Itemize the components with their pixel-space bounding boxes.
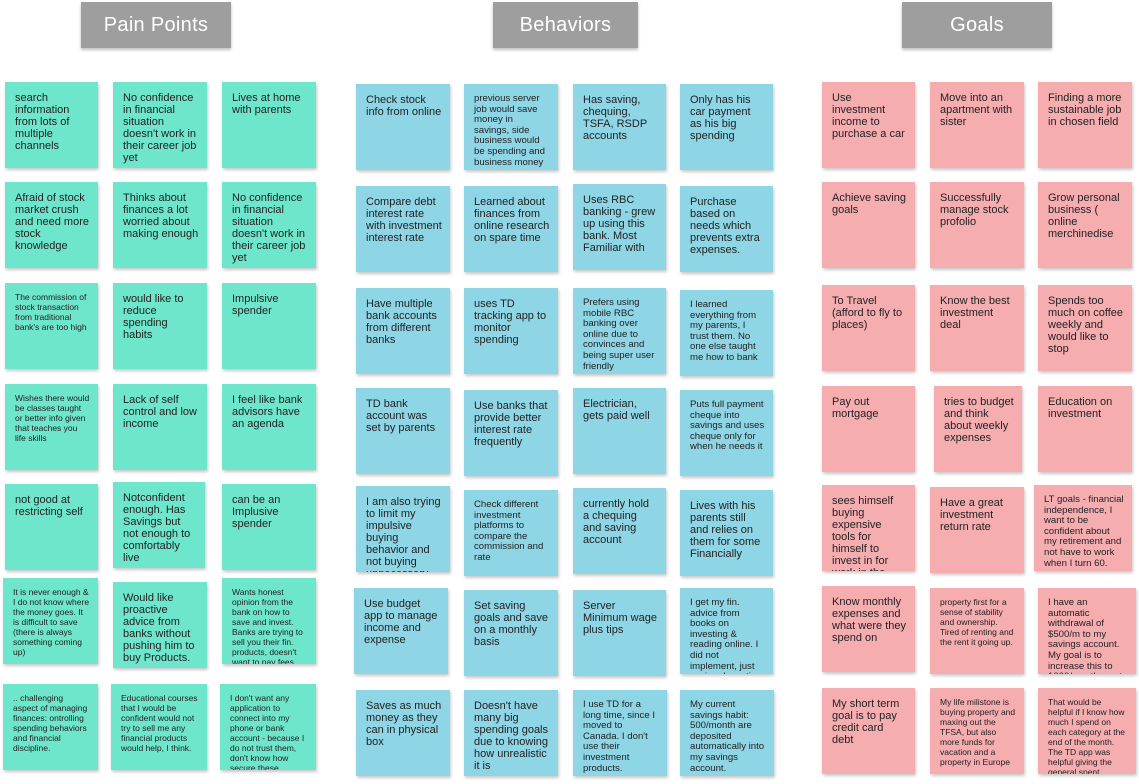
goal-note[interactable]: LT goals - financial independence, I wan… xyxy=(1034,485,1132,571)
behavior-note[interactable]: I am also trying to limit my impulsive b… xyxy=(356,486,450,572)
pain-point-note[interactable]: I feel like bank advisors have an agenda xyxy=(222,384,316,470)
behavior-note[interactable]: Saves as much money as they can in physi… xyxy=(356,690,450,776)
behavior-note[interactable]: previous server job would save money in … xyxy=(464,84,558,170)
goal-note[interactable]: My life milistone is buying property and… xyxy=(930,688,1024,774)
pain-points-header: Pain Points xyxy=(81,2,231,48)
goal-note[interactable]: Achieve saving goals xyxy=(822,182,915,268)
behavior-note[interactable]: currently hold a chequing and saving acc… xyxy=(573,488,666,574)
goal-note[interactable]: sees himself buying expensive tools for … xyxy=(822,485,915,571)
behavior-note[interactable]: Uses RBC banking - grew up using this ba… xyxy=(573,184,666,270)
goal-note[interactable]: To Travel (afford to fly to places) xyxy=(822,285,915,371)
behavior-note[interactable]: TD bank account was set by parents xyxy=(356,388,450,474)
behavior-note[interactable]: Doesn't have many big spending goals due… xyxy=(464,690,558,776)
pain-point-note[interactable]: Wants honest opinion from the bank on ho… xyxy=(222,578,316,664)
behavior-note[interactable]: Lives with his parents still and relies … xyxy=(680,490,773,576)
behavior-note[interactable]: Have multiple bank accounts from differe… xyxy=(356,288,450,374)
behavior-note[interactable]: Server Minimum wage plus tips xyxy=(573,590,666,676)
goal-note[interactable]: My short term goal is to pay credit card… xyxy=(822,688,915,774)
goal-note[interactable]: Know monthly expenses and what were they… xyxy=(822,586,915,672)
pain-point-note[interactable]: .. challenging aspect of managing financ… xyxy=(3,684,98,770)
pain-point-note[interactable]: can be an Implusive spender xyxy=(222,484,316,570)
goal-note[interactable]: Grow personal business ( online merchine… xyxy=(1038,182,1132,268)
goal-note[interactable]: property first for a sense of stability … xyxy=(930,588,1024,674)
pain-point-note[interactable]: Impulsive spender xyxy=(222,283,316,369)
goal-note[interactable]: Finding a more sustainable job in chosen… xyxy=(1038,82,1132,168)
behavior-note[interactable]: I get my fin. advice from books on inves… xyxy=(680,588,773,674)
pain-point-note[interactable]: Lives at home with parents xyxy=(222,82,316,168)
behavior-note[interactable]: Only has his car payment as his big spen… xyxy=(680,84,773,170)
behavior-note[interactable]: Set saving goals and save on a monthly b… xyxy=(464,590,558,676)
behavior-note[interactable]: uses TD tracking app to monitor spending xyxy=(464,288,558,374)
pain-point-note[interactable]: Would like proactive advice from banks w… xyxy=(113,582,207,668)
behavior-note[interactable]: Puts full payment cheque into savings an… xyxy=(680,390,773,476)
pain-point-note[interactable]: search information from lots of multiple… xyxy=(5,82,98,168)
behavior-note[interactable]: Use banks that provide better interest r… xyxy=(464,390,558,476)
behavior-note[interactable]: I use TD for a long time, since I moved … xyxy=(573,690,667,776)
goal-note[interactable]: Know the best investment deal xyxy=(930,285,1024,371)
pain-point-note[interactable]: No confidence in financial situation doe… xyxy=(113,82,207,168)
behavior-note[interactable]: Use budget app to manage income and expe… xyxy=(354,588,448,674)
goal-note[interactable]: Successfully manage stock profolio xyxy=(930,182,1024,268)
goal-note[interactable]: Spends too much on coffee weekly and wou… xyxy=(1038,285,1132,371)
behavior-note[interactable]: Compare debt interest rate with investme… xyxy=(356,186,450,272)
pain-point-note[interactable]: The commission of stock transaction from… xyxy=(5,283,98,369)
goal-note[interactable]: Move into an apartment with sister xyxy=(930,82,1024,168)
behavior-note[interactable]: Has saving, chequing, TSFA, RSDP account… xyxy=(573,84,666,170)
pain-point-note[interactable]: not good at restricting self xyxy=(5,484,98,570)
behavior-note[interactable]: Purchase based on needs which prevents e… xyxy=(680,186,773,272)
behavior-note[interactable]: I learned everything from my parents, I … xyxy=(680,290,773,376)
behavior-note[interactable]: Check stock info from online xyxy=(356,84,450,170)
pain-point-note[interactable]: Notconfident enough. Has Savings but not… xyxy=(113,482,205,568)
goal-note[interactable]: I have an automatic withdrawal of $500/m… xyxy=(1038,588,1136,674)
goal-note[interactable]: Have a great investment return rate xyxy=(930,487,1024,573)
pain-point-note[interactable]: No confidence in financial situation doe… xyxy=(222,182,316,268)
goal-note[interactable]: Use investment income to purchase a car xyxy=(822,82,915,168)
behavior-note[interactable]: Learned about finances from online resea… xyxy=(464,186,558,272)
pain-point-note[interactable]: Lack of self control and low income xyxy=(113,384,207,470)
goal-note[interactable]: Pay out mortgage xyxy=(822,386,915,472)
pain-point-note[interactable]: I don't want any application to connect … xyxy=(220,684,316,770)
pain-point-note[interactable]: Afraid of stock market crush and need mo… xyxy=(5,182,98,268)
pain-point-note[interactable]: Wishes there would be classes taught or … xyxy=(5,384,98,470)
pain-point-note[interactable]: Educational courses that I would be conf… xyxy=(111,684,207,770)
pain-point-note[interactable]: would like to reduce spending habits xyxy=(113,283,207,369)
behavior-note[interactable]: My current savings habit: 500/month are … xyxy=(680,690,774,776)
goals-header: Goals xyxy=(902,2,1052,48)
goal-note[interactable]: Education on investment xyxy=(1038,386,1132,472)
behavior-note[interactable]: Electrician, gets paid well xyxy=(573,388,666,474)
behaviors-header: Behaviors xyxy=(493,2,638,48)
behavior-note[interactable]: Check different investment platforms to … xyxy=(464,490,558,576)
behavior-note[interactable]: Prefers using mobile RBC banking over on… xyxy=(573,288,666,374)
pain-point-note[interactable]: It is never enough & I do not know where… xyxy=(3,578,98,664)
goal-note[interactable]: That would be helpful if I know how much… xyxy=(1038,688,1136,774)
goal-note[interactable]: tries to budget and think about weekly e… xyxy=(934,386,1022,472)
pain-point-note[interactable]: Thinks about finances a lot worried abou… xyxy=(113,182,207,268)
